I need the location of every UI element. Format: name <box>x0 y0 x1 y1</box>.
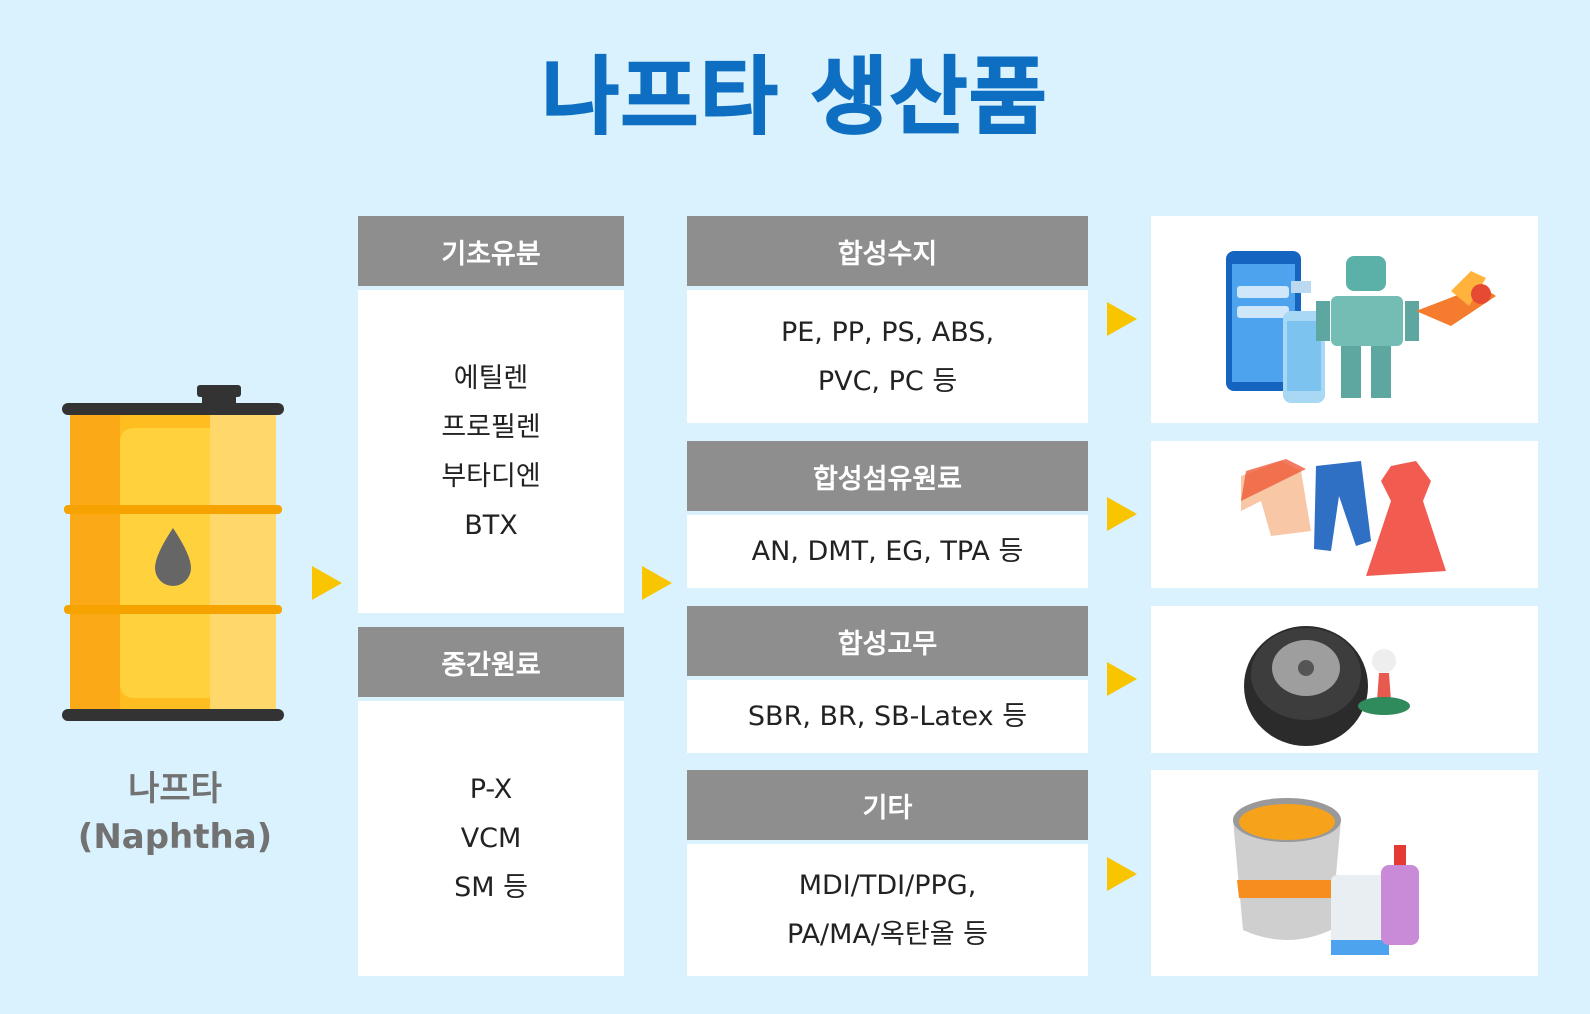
product-header-fiber: 합성섬유원료 <box>687 441 1088 511</box>
product-body-fiber: AN, DMT, EG, TPA 등 <box>687 515 1088 588</box>
product-header-rubber: 합성고무 <box>687 606 1088 676</box>
list-item: 에틸렌 <box>453 362 529 394</box>
resin-products-image <box>1151 216 1538 423</box>
list-item: 프로필렌 <box>441 411 541 443</box>
basic-body: 에틸렌 프로필렌 부타디엔 BTX <box>358 290 624 613</box>
product-line: PA/MA/옥탄올 등 <box>787 919 988 950</box>
arrow-icon <box>1107 662 1137 696</box>
product-line: PVC, PC 등 <box>817 365 958 397</box>
list-item: P-X <box>469 774 513 805</box>
naphtha-label: 나프타 (Naphtha) <box>70 765 280 861</box>
naphtha-name: 나프타 <box>128 769 222 809</box>
product-body-other: MDI/TDI/PPG, PA/MA/옥탄올 등 <box>687 844 1088 976</box>
fiber-products-image <box>1151 441 1538 588</box>
tire-rubber-icon <box>1244 626 1410 746</box>
list-item: SM 등 <box>454 872 528 903</box>
rubber-products-image <box>1151 606 1538 753</box>
basic-header: 기초유분 <box>358 216 624 286</box>
page-title: 나프타 생산품 <box>541 47 1049 147</box>
product-line: PE, PP, PS, ABS, <box>780 316 995 348</box>
product-line: AN, DMT, EG, TPA 등 <box>751 536 1024 567</box>
arrow-icon <box>312 566 342 600</box>
list-item: 부타디엔 <box>441 460 541 492</box>
other-products-image <box>1151 770 1538 976</box>
intermediate-header: 중간원료 <box>358 627 624 697</box>
list-item: BTX <box>464 509 518 541</box>
product-line: SBR, BR, SB-Latex 등 <box>747 701 1028 732</box>
arrow-icon <box>1107 497 1137 531</box>
naphtha-name-en: (Naphtha) <box>77 817 273 857</box>
oil-barrel-icon <box>62 385 284 721</box>
arrow-icon <box>1107 857 1137 891</box>
product-line: MDI/TDI/PPG, <box>798 870 977 901</box>
paint-bucket-detergent-icon <box>1233 798 1419 955</box>
product-header-resin: 합성수지 <box>687 216 1088 286</box>
list-item: VCM <box>460 823 522 854</box>
phone-bottle-robot-plane-icon <box>1226 251 1496 403</box>
product-body-rubber: SBR, BR, SB-Latex 등 <box>687 680 1088 753</box>
clothing-icon <box>1241 459 1446 576</box>
intermediate-body: P-X VCM SM 등 <box>358 701 624 976</box>
product-header-other: 기타 <box>687 770 1088 840</box>
arrow-icon <box>642 566 672 600</box>
product-body-resin: PE, PP, PS, ABS, PVC, PC 등 <box>687 290 1088 423</box>
arrow-icon <box>1107 302 1137 336</box>
